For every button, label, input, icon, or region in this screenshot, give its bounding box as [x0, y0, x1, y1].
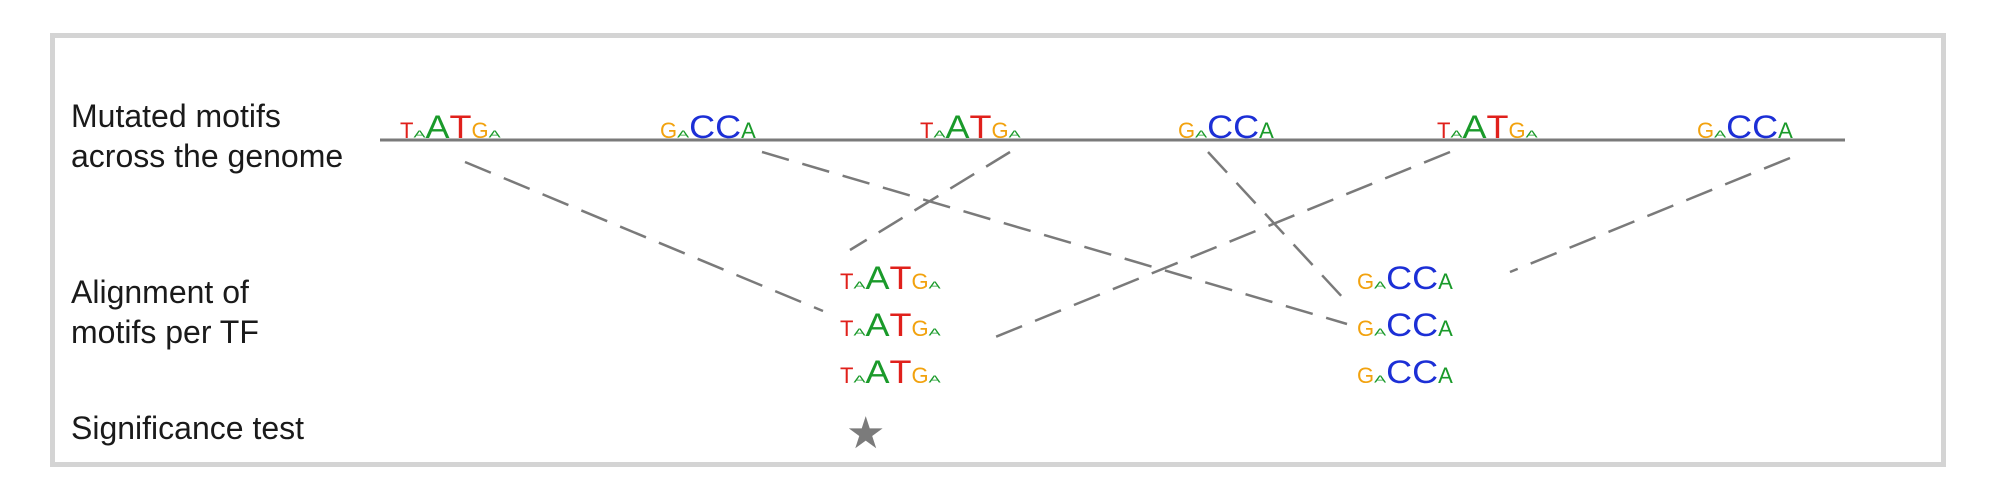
- logo-stack: GA: [1508, 118, 1538, 143]
- label-alignment: Alignment of motifs per TF: [71, 274, 259, 350]
- logo-stack: GA: [1357, 269, 1387, 294]
- logo-letter: A: [865, 306, 890, 343]
- logo-letter: C: [1412, 306, 1439, 343]
- logo-letter: T: [449, 108, 472, 145]
- logo-stack: A: [1438, 363, 1453, 388]
- logo-stack: GA: [1357, 363, 1387, 388]
- logo-letter: C: [1233, 108, 1260, 145]
- logo-letter: A: [1462, 108, 1487, 145]
- logo-stack: GA: [911, 269, 941, 294]
- dashed-connectors: [464, 150, 1791, 342]
- logo-letter: C: [715, 108, 742, 145]
- logo-stack: GA: [660, 118, 690, 143]
- diagram-frame: [50, 33, 1946, 467]
- connector-3: [849, 150, 1011, 252]
- star-icon: ★: [846, 409, 886, 458]
- label-significance: Significance test: [71, 410, 305, 446]
- logo-letter: T: [969, 108, 992, 145]
- logo-letter: A: [425, 108, 450, 145]
- logo-stack: GA: [1357, 316, 1387, 341]
- connector-6: [1509, 156, 1791, 274]
- connector-4: [1207, 151, 1346, 301]
- logo-stack: TA: [400, 118, 426, 143]
- logo-stack: A: [1778, 118, 1793, 143]
- logo-letter: T: [1486, 108, 1509, 145]
- logo-stack: GA: [1697, 118, 1727, 143]
- logo-letter: T: [889, 306, 912, 343]
- logo-letter: C: [1207, 108, 1234, 145]
- logo-stack: TA: [840, 363, 866, 388]
- logo-stack: A: [1438, 316, 1453, 341]
- logo-letter: C: [1752, 108, 1779, 145]
- logo-letter: T: [889, 353, 912, 390]
- logo-letter: C: [1412, 259, 1439, 296]
- logo-letter: C: [1386, 306, 1413, 343]
- logo-letter: A: [865, 353, 890, 390]
- label-mutated-motifs: Mutated motifs across the genome: [71, 98, 344, 174]
- logo-stack: TA: [920, 118, 946, 143]
- logo-letter: A: [945, 108, 970, 145]
- logo-letter: C: [1386, 353, 1413, 390]
- logo-letter: C: [689, 108, 716, 145]
- logo-letter: A: [865, 259, 890, 296]
- logo-stack: GA: [911, 363, 941, 388]
- logo-stack: A: [1438, 269, 1453, 294]
- connector-2: [761, 150, 1348, 326]
- logo-stack: TA: [1437, 118, 1463, 143]
- connector-1: [464, 160, 824, 313]
- logo-stack: A: [1259, 118, 1274, 143]
- logo-stack: GA: [911, 316, 941, 341]
- logo-stack: GA: [1178, 118, 1208, 143]
- logo-letter: C: [1726, 108, 1753, 145]
- logo-letter: C: [1412, 353, 1439, 390]
- logo-letter: C: [1386, 259, 1413, 296]
- logo-stack: GA: [991, 118, 1021, 143]
- logo-stack: TA: [840, 316, 866, 341]
- logo-stack: TA: [840, 269, 866, 294]
- logo-stack: A: [741, 118, 756, 143]
- logo-stack: GA: [471, 118, 501, 143]
- logo-letter: T: [889, 259, 912, 296]
